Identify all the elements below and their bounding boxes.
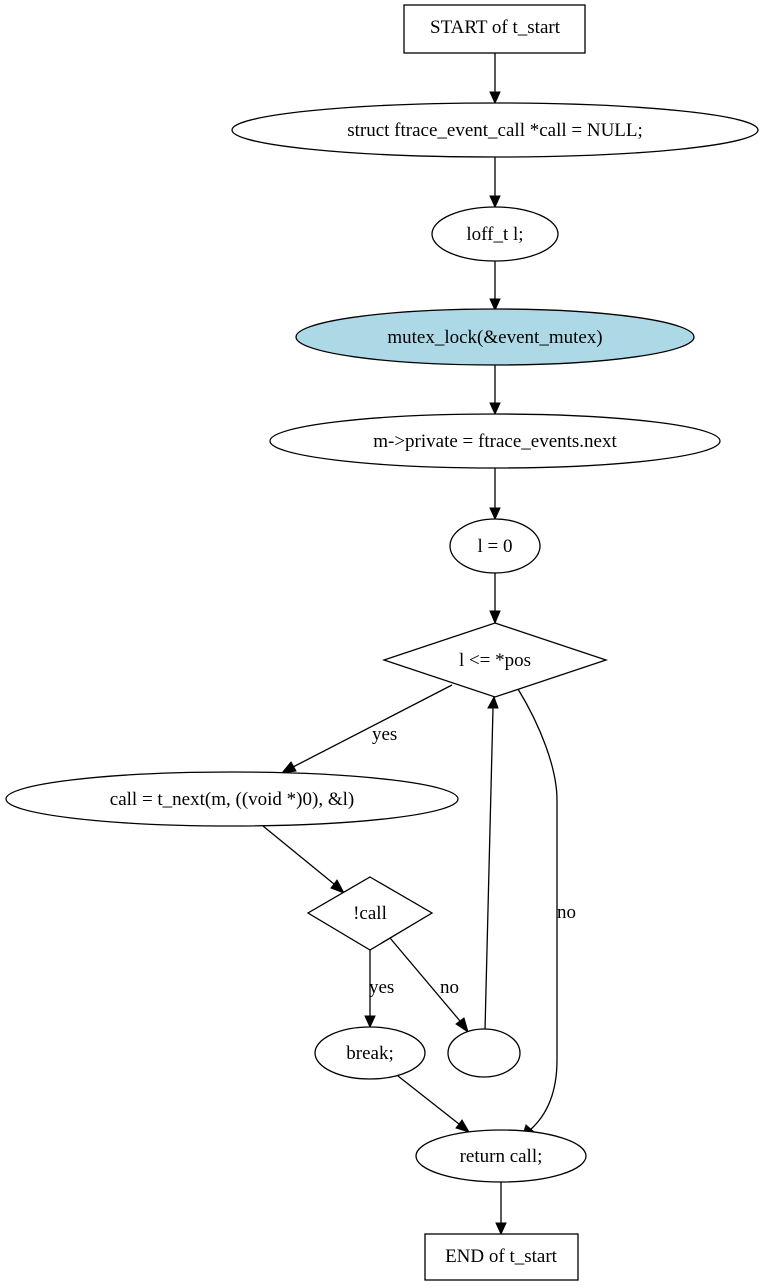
assign-private-node-label: m->private = ftrace_events.next bbox=[373, 431, 617, 452]
edge-call-next-to-cond-call bbox=[262, 825, 335, 885]
mutex-lock-node-label: mutex_lock(&event_mutex) bbox=[387, 327, 602, 348]
edge-label-call-no: no bbox=[440, 977, 459, 998]
break-node-label: break; bbox=[346, 1043, 393, 1064]
arrowhead bbox=[364, 1015, 376, 1029]
init-l-node-label: l = 0 bbox=[478, 536, 513, 557]
decl-call-node-label: struct ftrace_event_call *call = NULL; bbox=[347, 120, 643, 141]
edge-cond-call-no bbox=[389, 937, 461, 1022]
edge-cond-pos-no bbox=[517, 688, 558, 1131]
end-node-label: END of t_start bbox=[445, 1246, 558, 1267]
arrowhead bbox=[489, 610, 501, 625]
arrowhead bbox=[489, 298, 501, 312]
call-next-node-label: call = t_next(m, ((void *)0), &l) bbox=[110, 789, 354, 810]
arrowhead bbox=[489, 402, 501, 416]
return-call-node-label: return call; bbox=[460, 1146, 543, 1167]
end-node: END of t_start bbox=[424, 1233, 579, 1281]
arrowhead bbox=[489, 91, 501, 105]
edge-label-pos-yes: yes bbox=[372, 724, 397, 745]
arrowhead bbox=[495, 1222, 507, 1236]
edge-break-to-return bbox=[397, 1075, 460, 1125]
call-next-node: call = t_next(m, ((void *)0), &l) bbox=[5, 771, 459, 827]
edge-label-pos-no: no bbox=[557, 902, 576, 923]
arrowhead bbox=[455, 1119, 471, 1133]
arrowhead bbox=[455, 1017, 469, 1034]
arrowhead bbox=[489, 195, 501, 209]
arrowhead bbox=[280, 761, 297, 774]
edge-cond-pos-yes bbox=[292, 684, 453, 768]
edge-labels: yes no yes no bbox=[369, 724, 576, 998]
cond-call-node-label: !call bbox=[353, 903, 387, 924]
return-call-node: return call; bbox=[415, 1129, 587, 1183]
assign-private-node: m->private = ftrace_events.next bbox=[269, 413, 721, 469]
edges bbox=[262, 53, 558, 1236]
arrowhead bbox=[487, 695, 499, 709]
break-node: break; bbox=[314, 1026, 426, 1080]
edge-label-call-yes: yes bbox=[369, 977, 394, 998]
arrowhead bbox=[330, 879, 346, 894]
cond-pos-node-label: l <= *pos bbox=[459, 650, 531, 671]
start-node-label: START of t_start bbox=[430, 17, 561, 38]
decl-l-node: loff_t l; bbox=[431, 206, 559, 262]
nodes: START of t_start struct ftrace_event_cal… bbox=[5, 4, 759, 1281]
decl-l-node-label: loff_t l; bbox=[466, 224, 523, 245]
init-l-node: l = 0 bbox=[449, 518, 541, 574]
arrowhead bbox=[489, 507, 501, 521]
decl-call-node: struct ftrace_event_call *call = NULL; bbox=[231, 102, 759, 158]
start-node: START of t_start bbox=[403, 4, 586, 54]
edge-loop-back bbox=[484, 707, 494, 1031]
cond-call-node: !call bbox=[306, 876, 434, 951]
mutex-lock-node: mutex_lock(&event_mutex) bbox=[295, 308, 695, 366]
loop-join-node bbox=[447, 1028, 521, 1078]
cond-pos-node: l <= *pos bbox=[381, 622, 609, 698]
